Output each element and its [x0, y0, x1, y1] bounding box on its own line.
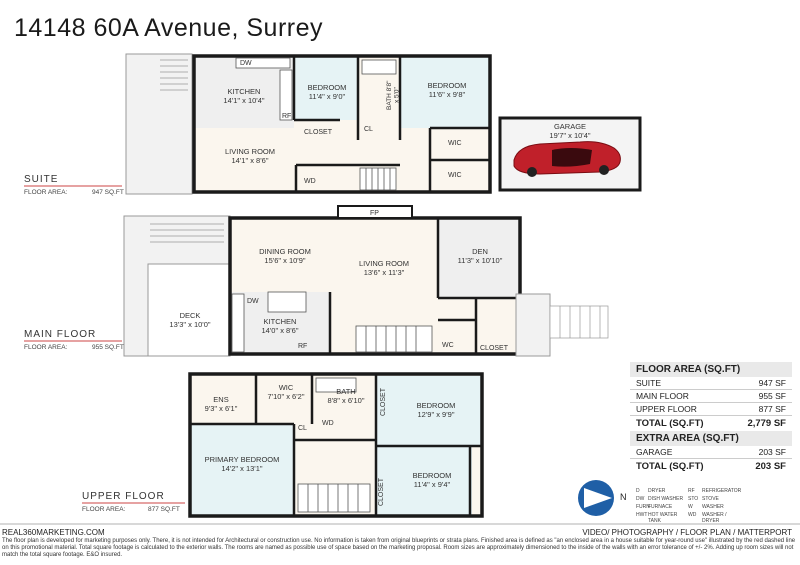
upper-area-value: 877 SQ.FT — [148, 506, 180, 513]
upper-cl-label: CL — [298, 425, 307, 432]
floor-area-header: FLOOR AREA (SQ.FT) — [630, 362, 792, 377]
disclaimer: The floor plan is developed for marketin… — [2, 538, 796, 559]
suite-cl-label: CL — [364, 126, 373, 133]
area-total-row: TOTAL (SQ.FT)2,779 SF — [636, 418, 786, 429]
suite-closet-label: CLOSET — [304, 129, 333, 136]
upper-wd-label: WD — [322, 420, 334, 427]
suite-wd-label: WD — [304, 178, 316, 185]
suite-dw-label: DW — [240, 60, 252, 67]
main-section-name: MAIN FLOOR — [24, 329, 97, 340]
upper-area-label: FLOOR AREA: — [82, 506, 126, 513]
room-suite-bath: BATH 8'8" x 5'0" — [386, 80, 401, 110]
suite-floor — [125, 53, 642, 195]
upper-closet-1-label: CLOSET — [380, 388, 387, 417]
suite-area-label: FLOOR AREA: — [24, 189, 68, 196]
extra-area-header: EXTRA AREA (SQ.FT) — [630, 431, 792, 446]
compass-label: N — [620, 492, 627, 502]
main-floor — [123, 205, 609, 357]
suite-area-value: 947 SQ.FT — [92, 189, 124, 196]
car-icon — [513, 141, 621, 177]
upper-floor — [188, 372, 484, 518]
suite-wic-2-label: WIC — [448, 172, 462, 179]
upper-section-name: UPPER FLOOR — [82, 491, 165, 502]
floor-plan-drawing — [0, 53, 800, 525]
upper-closet-2-label: CLOSET — [378, 478, 385, 507]
compass-icon — [578, 480, 614, 516]
suite-rf-label: RF — [282, 113, 292, 120]
footer-services: VIDEO/ PHOTOGRAPHY / FLOOR PLAN / MATTER… — [582, 528, 792, 537]
page-title: 14148 60A Avenue, Surrey — [14, 14, 323, 42]
main-wc-label: WC — [442, 342, 454, 349]
main-closet-label: CLOSET — [480, 345, 509, 352]
extra-total-row: TOTAL (SQ.FT)203 SF — [636, 461, 786, 472]
main-area-value: 955 SQ.FT — [92, 344, 124, 351]
main-rf-label: RF — [298, 343, 308, 350]
fireplace-label: FP — [370, 210, 379, 217]
main-area-label: FLOOR AREA: — [24, 344, 68, 351]
main-dw-label: DW — [247, 298, 259, 305]
suite-section-name: SUITE — [24, 174, 59, 185]
footer-website: REAL360MARKETING.COM — [2, 528, 105, 537]
suite-wic-1-label: WIC — [448, 140, 462, 147]
